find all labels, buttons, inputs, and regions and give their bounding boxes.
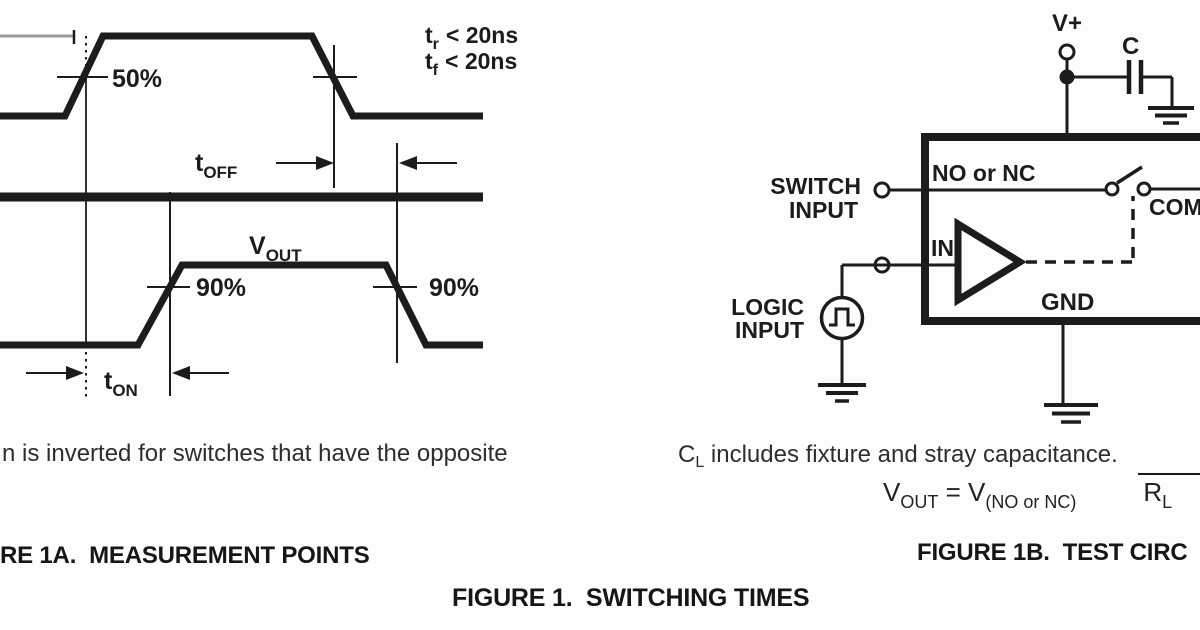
label-toff: tOFF bbox=[195, 149, 237, 182]
label-logic-input-1: LOGIC bbox=[731, 294, 804, 320]
label-90pct-fall: 90% bbox=[429, 274, 479, 302]
label-50pct: 50% bbox=[112, 65, 162, 93]
output-waveform bbox=[0, 261, 483, 349]
eq-lhs: V bbox=[883, 477, 901, 507]
note-right: CL includes fixture and stray capacitanc… bbox=[678, 441, 1118, 472]
eq-equals: = bbox=[938, 477, 968, 507]
note-right-base: C bbox=[678, 441, 696, 468]
caption-figure-1b: FIGURE 1B. TEST CIRC bbox=[917, 539, 1188, 566]
ton-arrowhead-left-icon bbox=[172, 366, 190, 380]
caption-figure-1: FIGURE 1. SWITCHING TIMES bbox=[452, 584, 810, 612]
vplus-terminal bbox=[1058, 43, 1076, 61]
ton-arrowhead-right-icon bbox=[66, 366, 84, 380]
label-vout: VOUT bbox=[249, 232, 302, 265]
label-vplus: V+ bbox=[1052, 10, 1082, 37]
label-pin-com: COM bbox=[1149, 194, 1200, 220]
switch-input-terminal bbox=[873, 181, 891, 199]
buffer-triangle bbox=[954, 217, 1027, 307]
eq-frac-base: R bbox=[1143, 477, 1163, 507]
cap-wire-right bbox=[1143, 75, 1174, 106]
label-ton: tON bbox=[104, 367, 138, 400]
pulse-glyph-icon bbox=[829, 307, 855, 327]
test-circuit: V+ C SWITCH INPUT LOGIC INPUT NO or NC I… bbox=[731, 10, 1200, 424]
vout-equation: VOUT = V(NO or NC)RL bbox=[883, 473, 1200, 513]
label-fall-spec: tf< 20ns bbox=[425, 48, 517, 79]
eq-rhs: V bbox=[967, 477, 986, 507]
eq-fraction: RL bbox=[1138, 473, 1200, 513]
label-cap: C bbox=[1122, 33, 1139, 60]
note-right-rest: includes fixture and stray capacitance. bbox=[704, 441, 1118, 468]
label-pin-gnd: GND bbox=[1041, 289, 1094, 316]
input-waveform bbox=[0, 32, 483, 120]
label-pin-no-nc: NO or NC bbox=[932, 160, 1036, 186]
timing-diagram: 50% tr< 20ns tf< 20ns tOFF VOUT 90% 90% … bbox=[0, 22, 518, 401]
label-logic-input-2: INPUT bbox=[735, 317, 804, 343]
label-90pct-rise: 90% bbox=[196, 274, 246, 302]
note-left: n is inverted for switches that have the… bbox=[2, 440, 508, 467]
label-switch-input-1: SWITCH bbox=[770, 173, 861, 199]
note-right-sub: L bbox=[695, 454, 705, 471]
label-pin-in: IN bbox=[931, 235, 954, 261]
eq-rhs-sub: (NO or NC) bbox=[985, 492, 1077, 512]
eq-lhs-sub: OUT bbox=[900, 492, 939, 512]
toff-arrowhead-left-icon bbox=[399, 156, 417, 170]
label-rise-spec: tr< 20ns bbox=[425, 22, 518, 53]
ground-symbol-cap bbox=[1148, 106, 1194, 125]
pulse-source bbox=[819, 295, 865, 341]
ground-symbol-gnd bbox=[1044, 403, 1098, 424]
ground-symbol-logic bbox=[818, 383, 866, 403]
eq-frac-sub: L bbox=[1162, 492, 1173, 512]
toff-arrowhead-right-icon bbox=[316, 156, 334, 170]
switch-lever bbox=[1116, 165, 1143, 185]
caption-figure-1a: RE 1A. MEASUREMENT POINTS bbox=[0, 542, 370, 569]
label-switch-input-2: INPUT bbox=[789, 197, 858, 223]
device-box bbox=[921, 133, 1200, 325]
switch-pole-contact bbox=[1104, 181, 1120, 197]
